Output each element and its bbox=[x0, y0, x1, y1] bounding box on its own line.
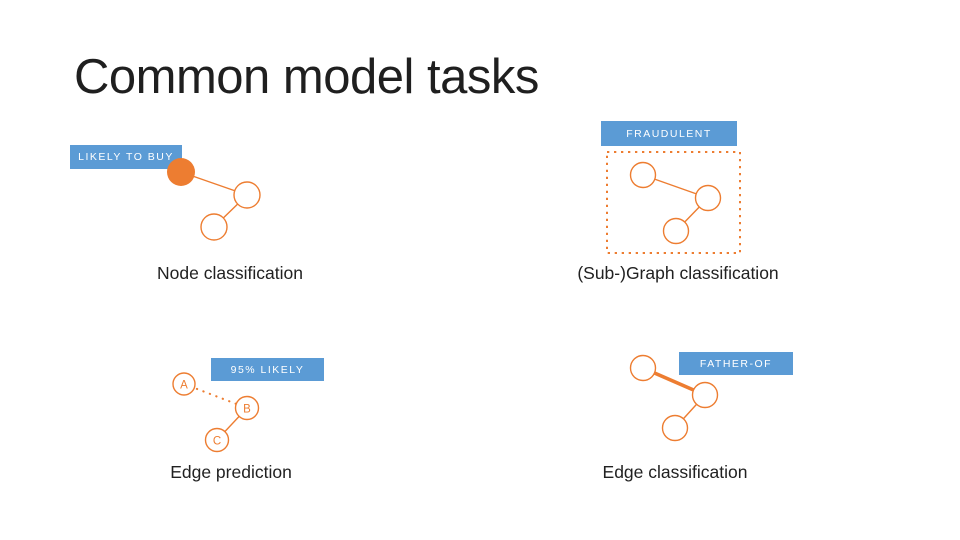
diagram-edge-prediction: A B C bbox=[172, 372, 260, 453]
graph-node bbox=[629, 161, 657, 189]
predicted-edge bbox=[182, 382, 249, 410]
graph-node bbox=[662, 217, 690, 245]
graph-node-b bbox=[234, 395, 260, 421]
graph-node bbox=[694, 184, 722, 212]
node-label-b: B bbox=[243, 404, 251, 416]
slide-title: Common model tasks bbox=[74, 50, 539, 104]
edge bbox=[180, 171, 248, 196]
edge bbox=[675, 197, 709, 232]
edge bbox=[674, 394, 706, 429]
diagram-subgraph-classification bbox=[606, 151, 741, 254]
caption-subgraph-classification: (Sub-)Graph classification bbox=[577, 263, 779, 283]
edge bbox=[216, 407, 248, 441]
badge-95-likely: 95% LIKELY bbox=[211, 358, 324, 381]
node-label-a: A bbox=[180, 380, 188, 392]
graph-node-a bbox=[172, 372, 196, 396]
badge-father-of: FATHER-OF bbox=[679, 352, 793, 375]
caption-edge-prediction: Edge prediction bbox=[170, 462, 292, 482]
graph-node bbox=[661, 414, 689, 442]
diagram-node-classification bbox=[167, 158, 261, 241]
graph-node-c bbox=[204, 427, 230, 453]
node-label-c: C bbox=[213, 436, 221, 448]
edge bbox=[642, 174, 709, 199]
subgraph-dotted-box bbox=[606, 151, 741, 254]
edge bbox=[213, 194, 248, 228]
caption-edge-classification: Edge classification bbox=[602, 462, 748, 482]
caption-node-classification: Node classification bbox=[157, 263, 303, 283]
graph-node bbox=[629, 354, 657, 382]
badge-fraudulent: FRAUDULENT bbox=[601, 121, 737, 146]
graph-node bbox=[200, 213, 228, 241]
graph-node bbox=[691, 381, 719, 409]
badge-likely-to-buy: LIKELY TO BUY bbox=[70, 145, 182, 169]
graph-node bbox=[233, 181, 261, 209]
